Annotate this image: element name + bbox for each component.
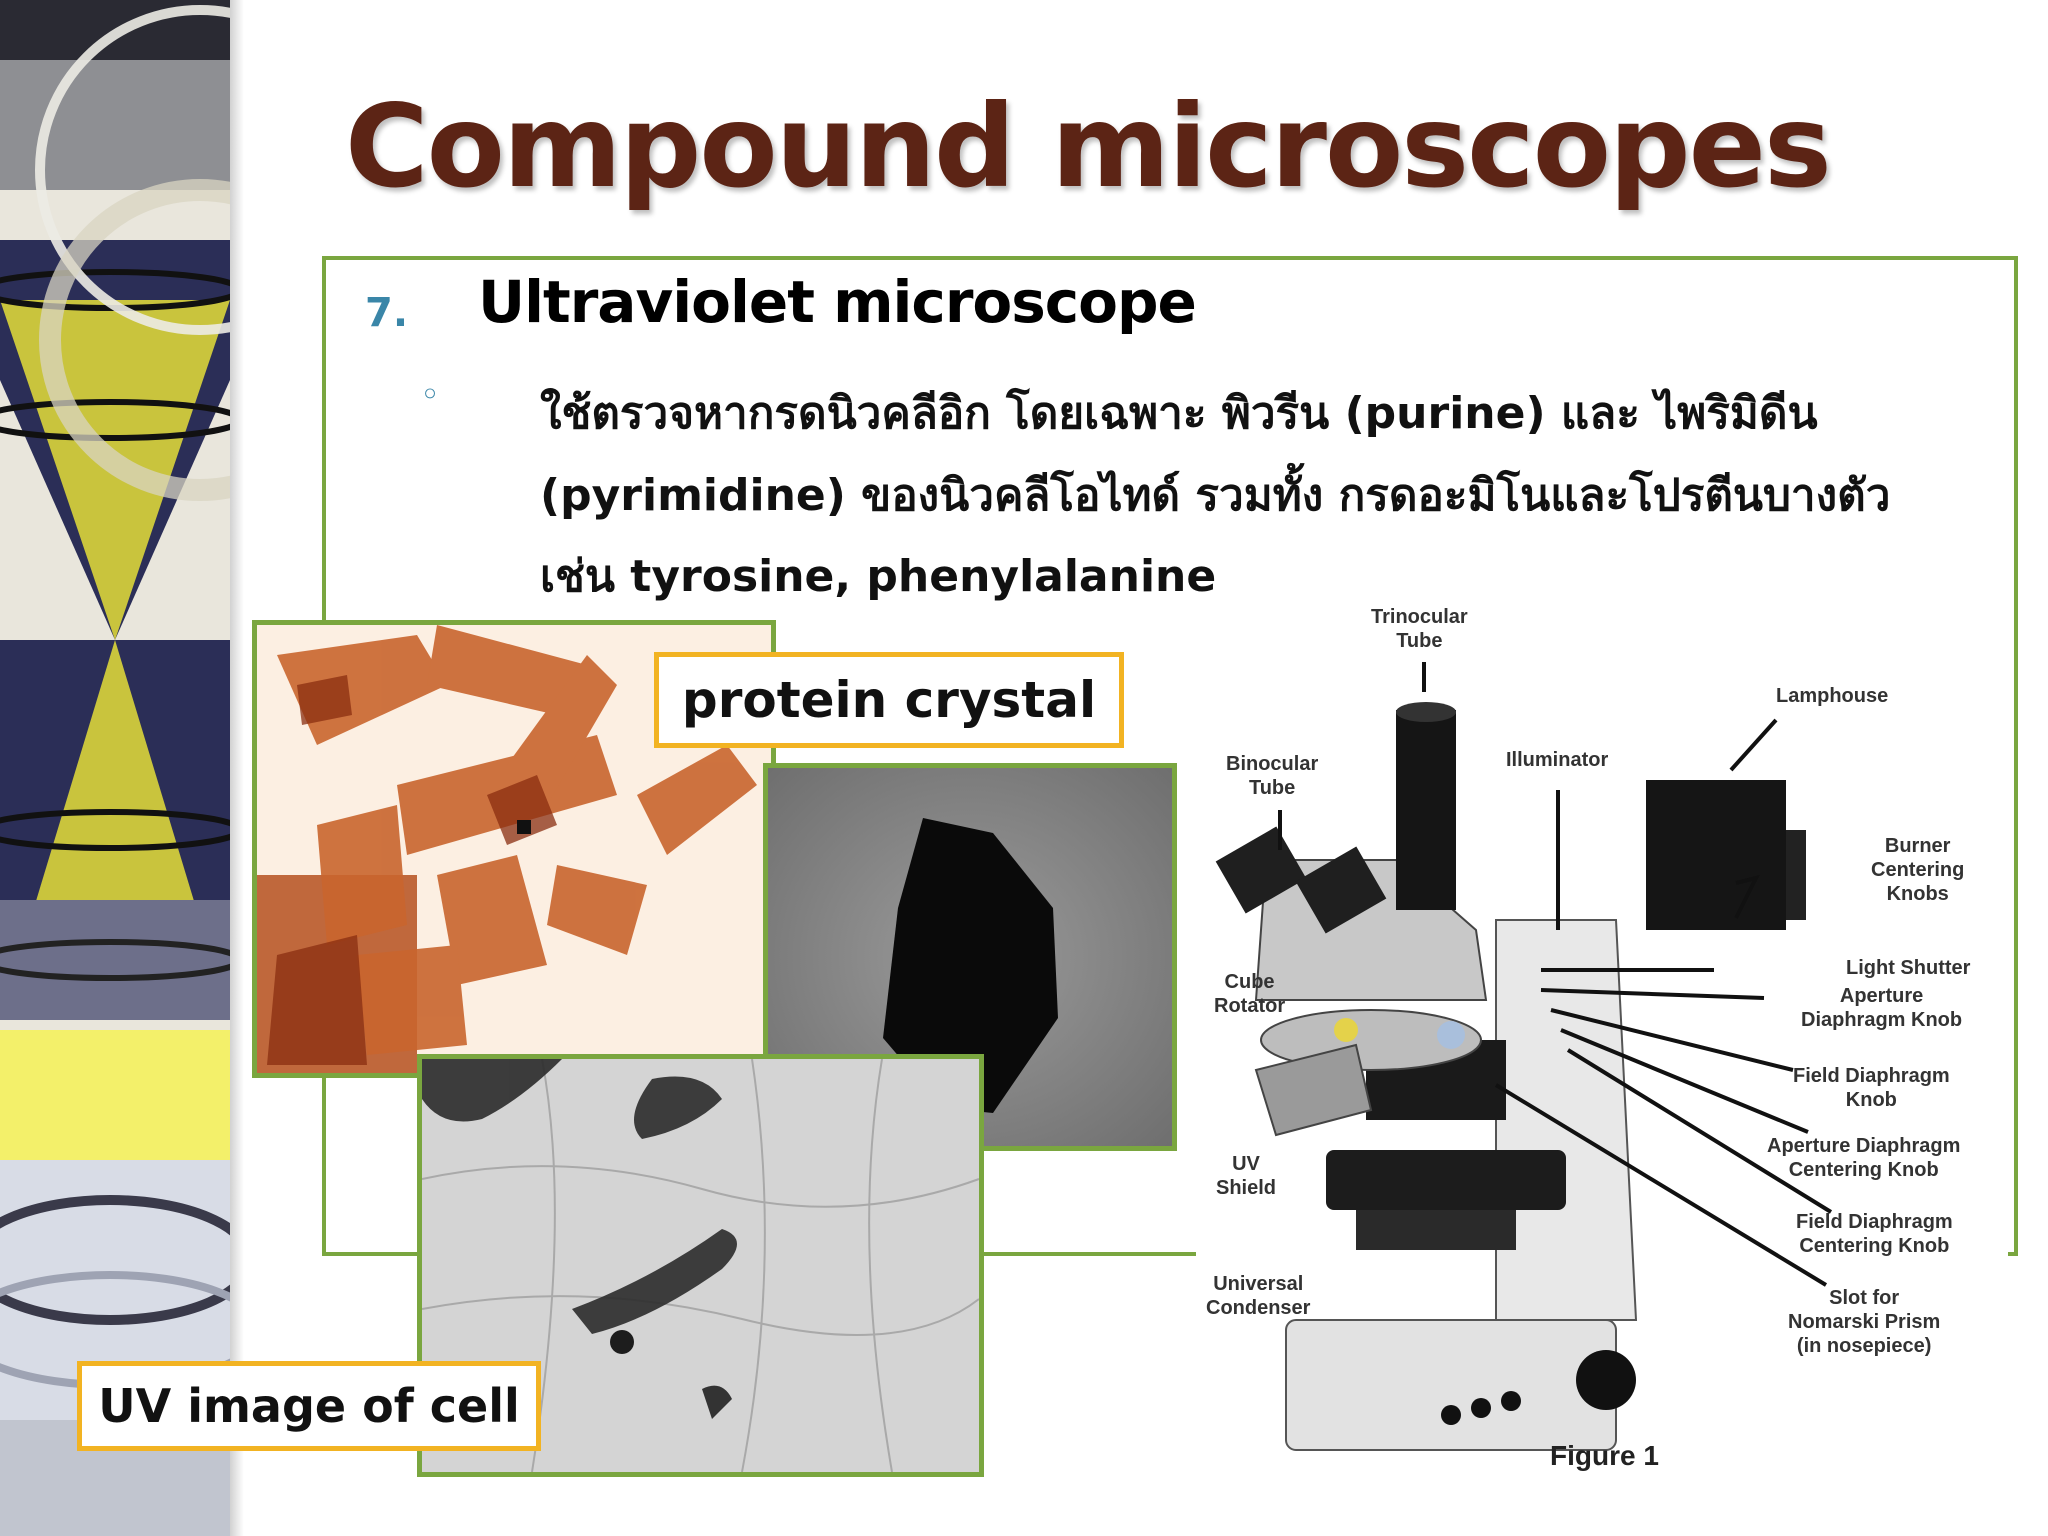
label-universal-condenser: Universal Condenser [1206, 1273, 1311, 1319]
label-field-centering: Field Diaphragm Centering Knob [1796, 1211, 1953, 1257]
bullet-icon: ◦ [420, 375, 441, 415]
sidebar-shadow [230, 0, 244, 1536]
description-line-1: ใช้ตรวจหากรดนิวคลีอิก โดยเฉพาะ พิวรีน (p… [540, 388, 1818, 439]
description-line-2: (pyrimidine) ของนิวคลีโอไทด์ รวมทั้ง กรด… [540, 470, 1891, 521]
decorative-sidebar-art [0, 0, 230, 1536]
protein-crystal-label: protein crystal [654, 652, 1124, 748]
label-burner-knobs: Burner Centering Knobs [1871, 835, 1965, 905]
label-lamphouse: Lamphouse [1776, 685, 1889, 707]
label-trinocular-tube: Trinocular Tube [1371, 606, 1468, 652]
item-heading: Ultraviolet microscope [478, 268, 1197, 336]
label-illuminator: Illuminator [1506, 749, 1609, 771]
label-slot-nomarski: Slot for Nomarski Prism (in nosepiece) [1788, 1287, 1941, 1357]
label-aperture-knob: Aperture Diaphragm Knob [1801, 985, 1963, 1031]
label-field-knob: Field Diaphragm Knob [1793, 1065, 1950, 1111]
label-aperture-centering: Aperture Diaphragm Centering Knob [1767, 1135, 1961, 1181]
microscope-illustration [1215, 662, 1833, 1451]
label-light-shutter: Light Shutter [1846, 957, 1971, 979]
uv-image-label: UV image of cell [77, 1361, 541, 1451]
microscope-diagram: Trinocular Tube Binocular Tube Illuminat… [1196, 600, 2008, 1500]
description-line-3: เช่น tyrosine, phenylalanine [540, 551, 1217, 602]
label-uv-shield: UV Shield [1216, 1153, 1277, 1199]
list-number: 7. [365, 290, 409, 336]
decorative-sidebar [0, 0, 230, 1536]
figure-caption: Figure 1 [1550, 1440, 1659, 1471]
slide-title: Compound microscopes [345, 80, 1832, 213]
label-cube-rotator: Cube Rotator [1214, 971, 1286, 1017]
label-binocular-tube: Binocular Tube [1226, 753, 1319, 799]
